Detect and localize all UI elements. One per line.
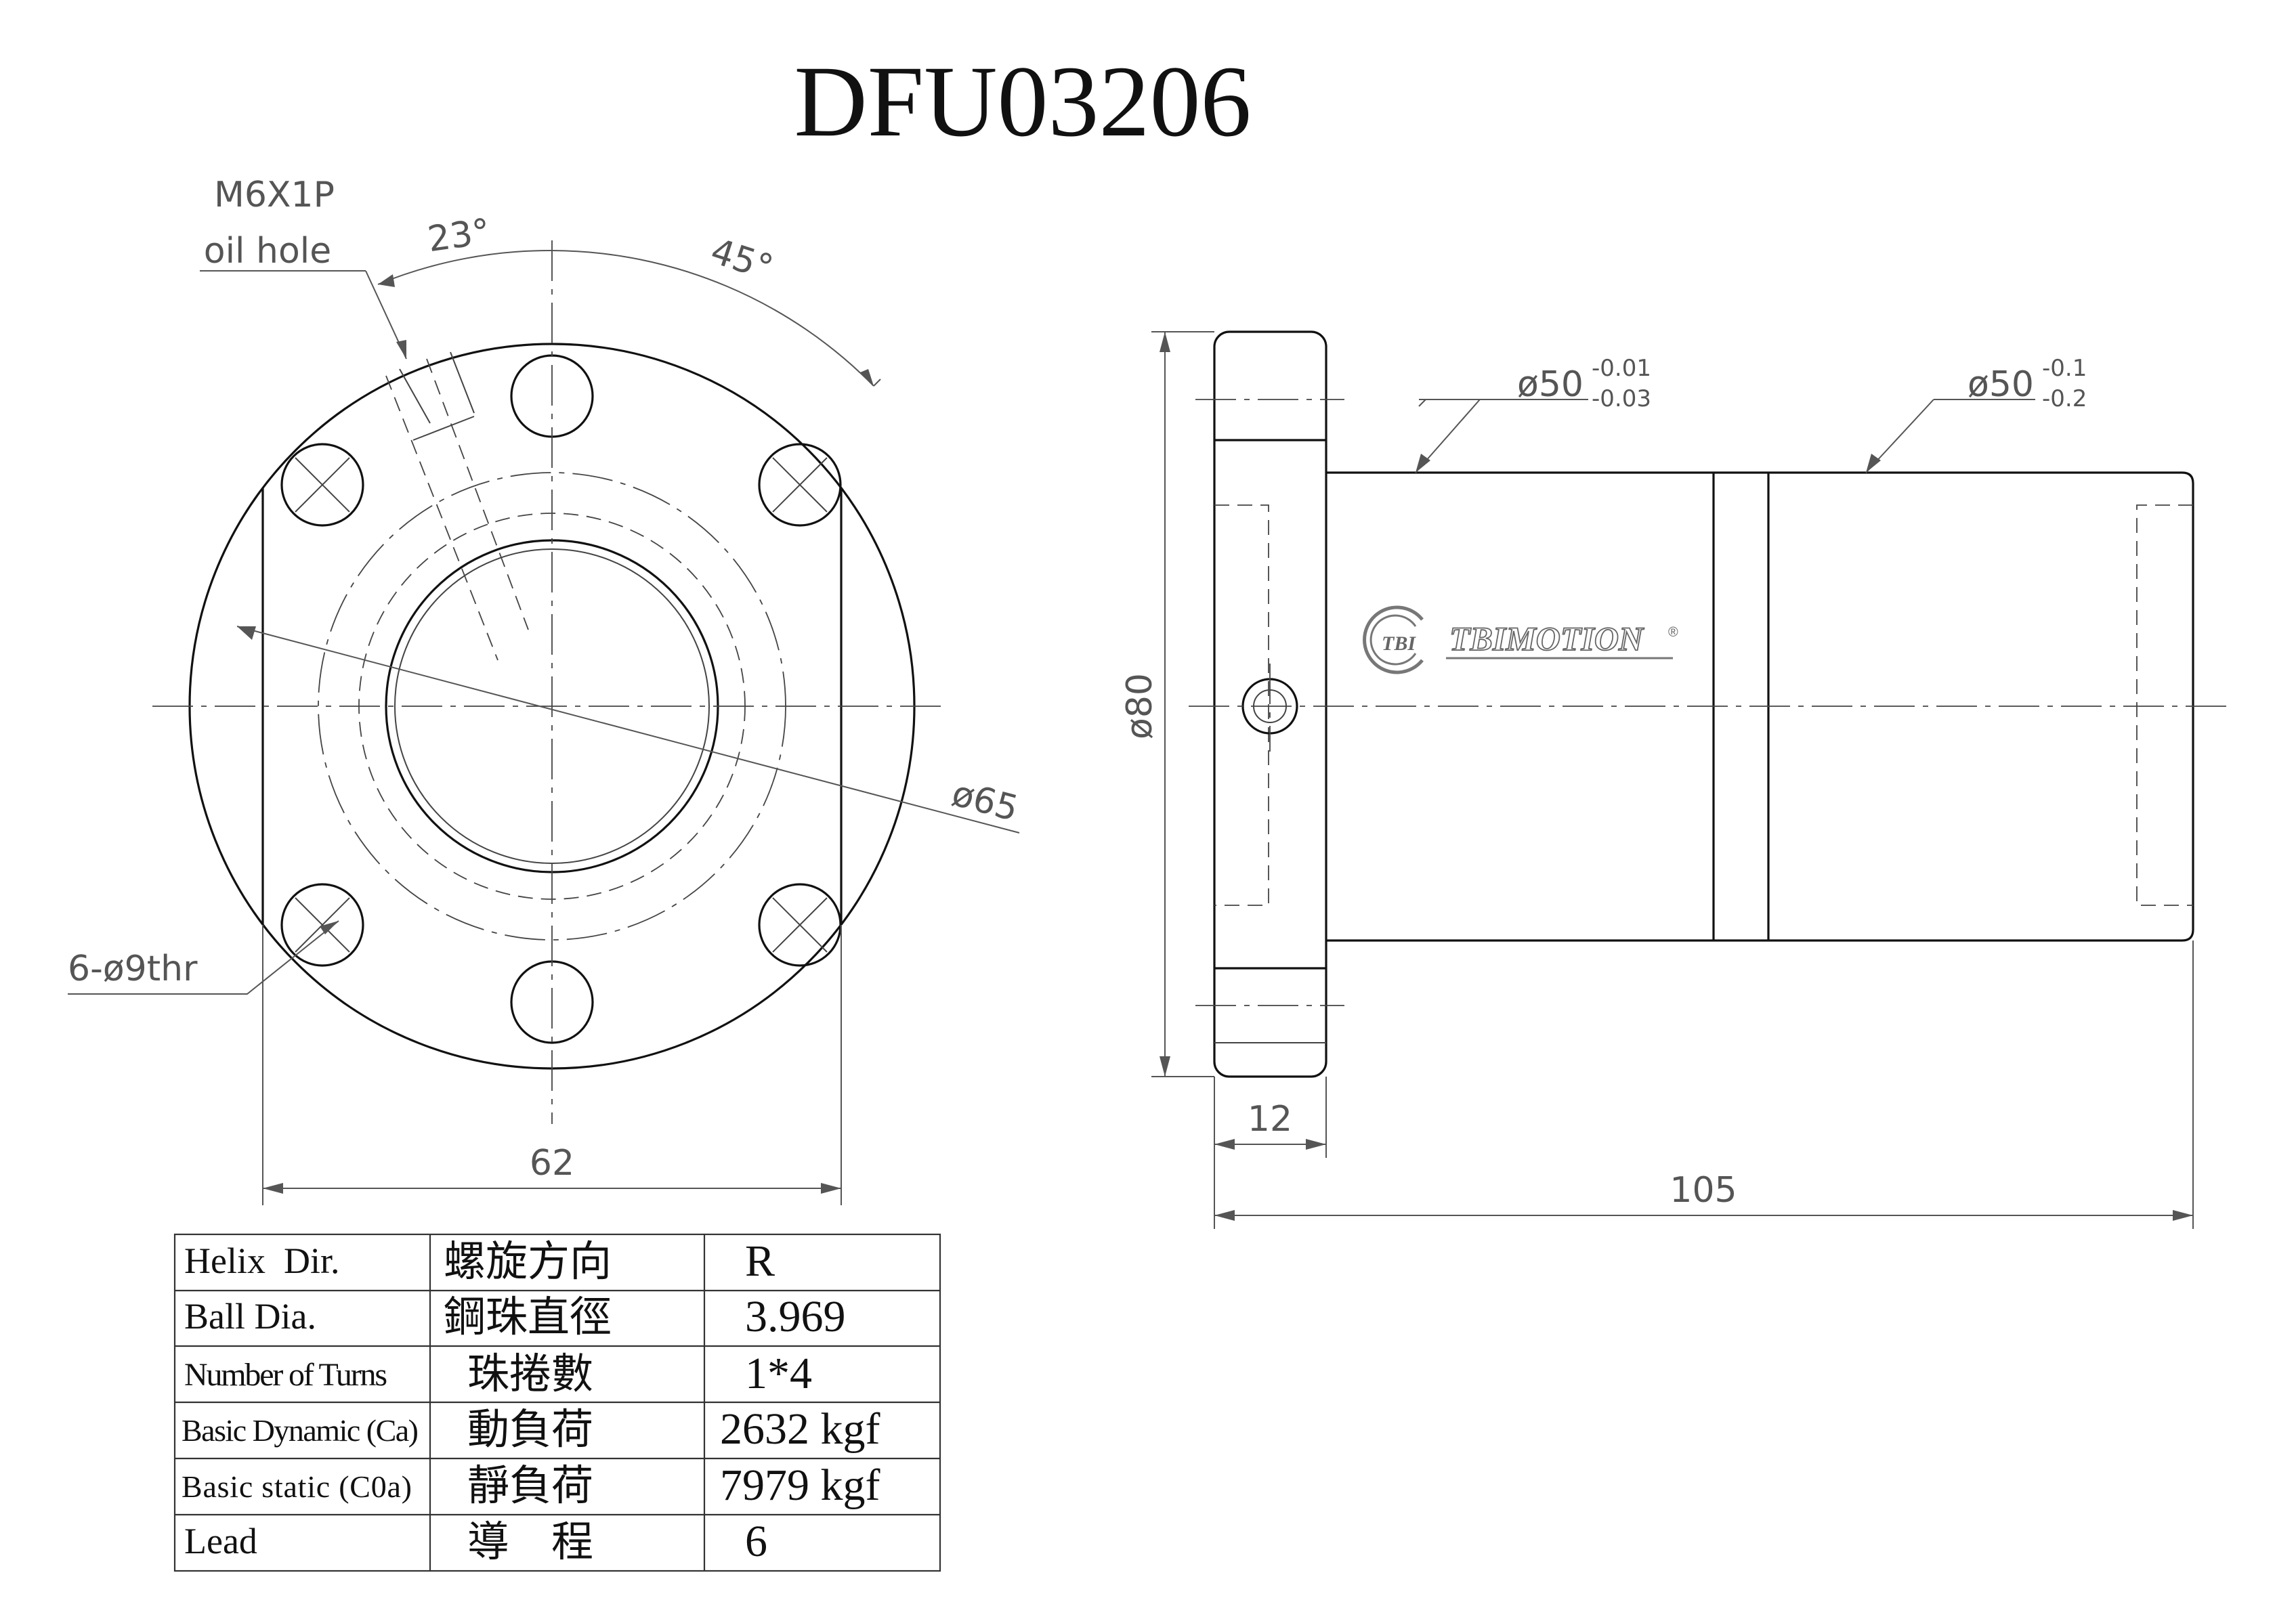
flange-thickness-label: 12 xyxy=(1248,1099,1292,1140)
holes-label: 6-ø9thr xyxy=(68,949,198,989)
table-row-label-zh: 動負荷 xyxy=(467,1404,593,1454)
table-row-value: 3.969 xyxy=(745,1292,846,1341)
oil-hole-channel xyxy=(385,351,529,661)
oil-hole-thread-label: M6X1P xyxy=(214,175,335,215)
hidden-bore-right xyxy=(2136,504,2193,906)
table-row-label-zh: 鋼珠直徑 xyxy=(444,1292,612,1341)
angle-bolt-label: 45° xyxy=(706,231,778,289)
front-view: M6X1P oil hole 23° 45° ø65 6-ø9thr 62 xyxy=(68,175,1022,1205)
table-row-label-zh: 珠捲數 xyxy=(467,1349,593,1398)
spec-table: Helix Dir. 螺旋方向 R Ball Dia. 鋼珠直徑 3.969 N… xyxy=(173,1233,941,1572)
total-length-label: 105 xyxy=(1670,1170,1737,1211)
table-row-label-en: Ball Dia. xyxy=(184,1296,316,1337)
flange-diameter-label: ø80 xyxy=(1120,673,1160,739)
table-row-label-en: Helix Dir. xyxy=(184,1240,339,1281)
side-view: TBI TBIMOTION ® ø80 ø50 -0.01 -0.03 ø50 … xyxy=(1120,330,2228,1229)
table-row-label-en: Basic static (C0a) xyxy=(182,1469,412,1504)
oil-hole-label: oil hole xyxy=(204,231,331,272)
angle-arc-23 xyxy=(377,249,553,285)
table-row-label-zh: 螺旋方向 xyxy=(444,1236,612,1286)
body2-tol-upper: -0.1 xyxy=(2042,355,2087,382)
body1-tol-lower: -0.03 xyxy=(1592,385,1651,412)
table-row-label-en: Lead xyxy=(184,1521,257,1561)
body2-tol-lower: -0.2 xyxy=(2042,385,2087,412)
pcd-leader xyxy=(236,626,1020,834)
table-row-label-zh: 導 程 xyxy=(467,1517,593,1566)
body1-diameter-leader xyxy=(1418,399,1426,407)
angle-oil-label: 23° xyxy=(425,211,493,260)
registered-mark: ® xyxy=(1668,625,1678,640)
table-row-value: 1*4 xyxy=(745,1349,812,1398)
drawing-title: DFU03206 xyxy=(794,45,1251,158)
logo-mark-icon xyxy=(1363,605,1424,674)
brand-name: TBIMOTION xyxy=(1449,620,1644,657)
table-row-value: 7979 kgf xyxy=(720,1461,880,1510)
hidden-bore-left xyxy=(1214,504,1269,906)
logo-mark-text: TBI xyxy=(1382,632,1416,655)
angle-arc-45 xyxy=(551,250,874,387)
table-row-value: 6 xyxy=(745,1517,767,1566)
brand-logo: TBI TBIMOTION ® xyxy=(1363,605,1678,674)
table-row-label-en: Number of Turns xyxy=(184,1357,387,1393)
bolt-hole xyxy=(280,883,364,967)
flange-profile xyxy=(1213,330,1327,1078)
width-label: 62 xyxy=(530,1143,574,1184)
holes-leader xyxy=(68,920,339,995)
body2-diameter-label: ø50 xyxy=(1968,364,2034,405)
body1-diameter-label: ø50 xyxy=(1517,364,1583,405)
table-row-label-en: Basic Dynamic (Ca) xyxy=(182,1413,419,1448)
table-row-label-zh: 靜負荷 xyxy=(467,1461,593,1510)
table-row-value: 2632 kgf xyxy=(720,1404,880,1454)
table-row-value: R xyxy=(745,1236,775,1286)
bolt-hole xyxy=(280,443,364,527)
bolt-hole xyxy=(758,443,842,527)
body1-tol-upper: -0.01 xyxy=(1592,355,1651,382)
pcd-label: ø65 xyxy=(948,773,1022,829)
